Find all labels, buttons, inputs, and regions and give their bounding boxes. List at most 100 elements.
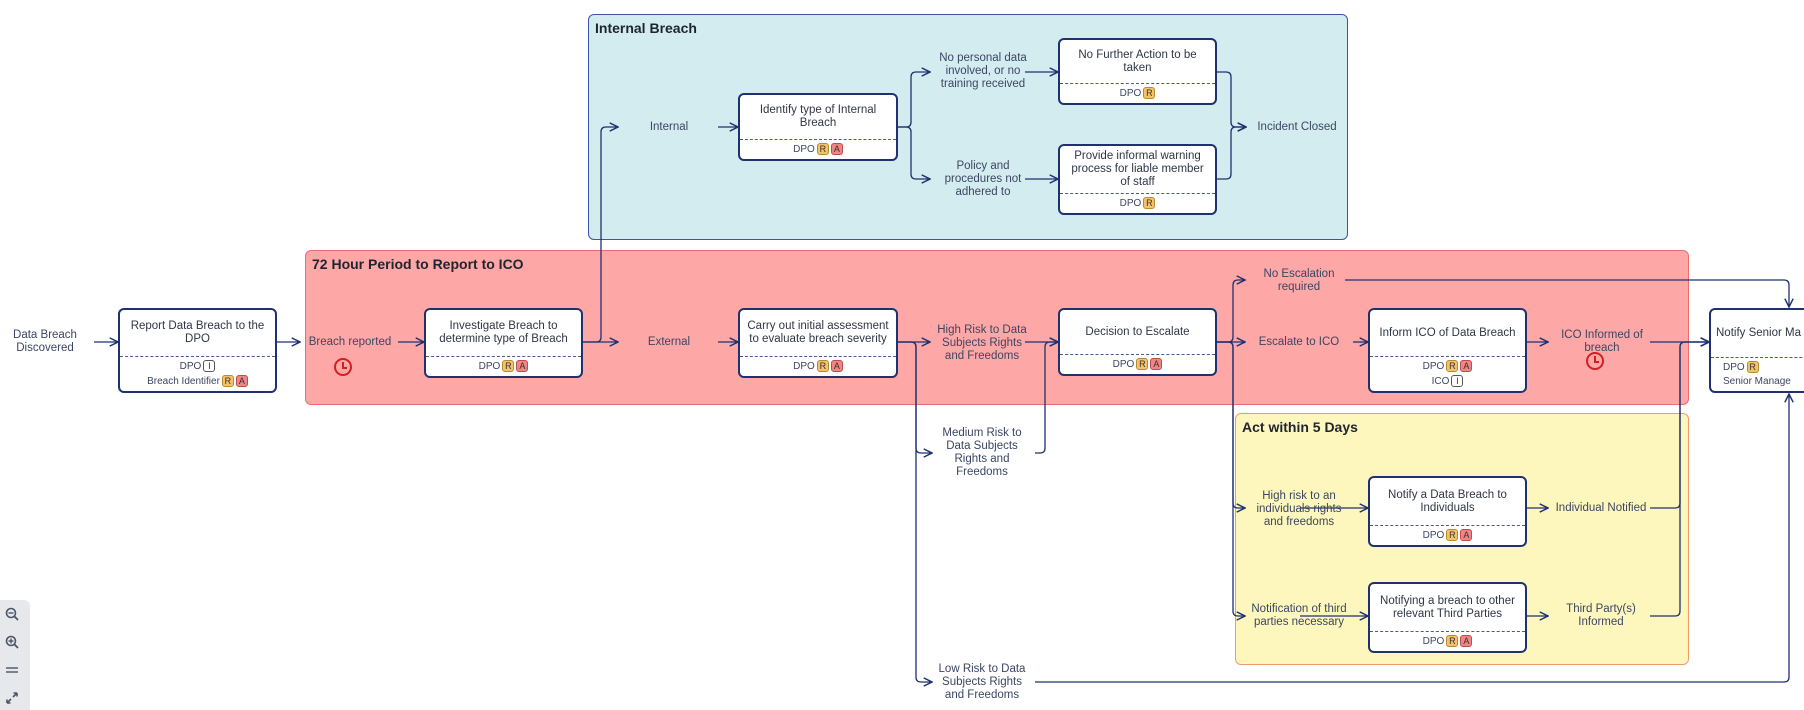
- menu-icon[interactable]: [2, 660, 22, 680]
- label-individual-notified: Individual Notified: [1555, 502, 1647, 514]
- accountable-badge: A: [830, 360, 843, 372]
- role-name: DPO: [1119, 87, 1142, 99]
- step-title: Report Data Breach to the DPO: [130, 320, 265, 345]
- label-high-risk-individuals: High risk to an individuals rights and f…: [1256, 489, 1342, 528]
- label-internal: Internal: [649, 121, 689, 133]
- label-breach-reported: Breach reported: [308, 336, 392, 348]
- label-no-escalation: No Escalation required: [1263, 268, 1335, 293]
- informed-badge: I: [203, 360, 216, 372]
- accountable-badge: A: [235, 375, 248, 387]
- accountable-badge: A: [830, 143, 843, 155]
- label-low-risk: Low Risk to Data Subjects Rights and Fre…: [938, 662, 1026, 701]
- label-ico-informed: ICO Informed of breach: [1561, 329, 1643, 354]
- responsible-badge: R: [1143, 197, 1156, 209]
- label-medium-risk: Medium Risk to Data Subjects Rights and …: [942, 427, 1022, 478]
- responsible-badge: R: [1446, 360, 1459, 372]
- role-name: DPO: [1422, 360, 1445, 372]
- role-name: DPO: [179, 360, 202, 372]
- role-name: DPO: [1119, 197, 1142, 209]
- step-investigate-breach[interactable]: Investigate Breach to determine type of …: [424, 308, 583, 378]
- region-title: Internal Breach: [595, 20, 697, 36]
- role-name: DPO: [1112, 358, 1135, 370]
- step-title: No Further Action to be taken: [1078, 48, 1197, 74]
- timer-icon: [1586, 352, 1604, 370]
- step-title: Notify a Data Breach to Individuals: [1388, 488, 1507, 514]
- role-name: DPO: [478, 360, 501, 372]
- accountable-badge: A: [1460, 635, 1473, 647]
- accountable-badge: A: [1150, 358, 1163, 370]
- zoom-out-icon[interactable]: [2, 604, 22, 624]
- step-informal-warning[interactable]: Provide informal warning process for lia…: [1058, 144, 1217, 215]
- accountable-badge: A: [516, 360, 529, 372]
- accountable-badge: A: [1460, 360, 1473, 372]
- role-name: DPO: [1422, 529, 1445, 541]
- responsible-badge: R: [221, 375, 234, 387]
- role-name: Senior Manage: [1723, 376, 1791, 387]
- timer-icon: [334, 358, 352, 376]
- role-name: Breach Identifier: [147, 375, 220, 387]
- responsible-badge: R: [816, 143, 829, 155]
- step-title: Provide informal warning process for lia…: [1071, 150, 1204, 188]
- responsible-badge: R: [1136, 358, 1149, 370]
- responsible-badge: R: [1446, 529, 1459, 541]
- responsible-badge: R: [1143, 87, 1156, 99]
- informed-badge: I: [1451, 375, 1464, 387]
- label-data-breach-discovered: Data Breach Discovered: [13, 329, 77, 354]
- zoom-in-icon[interactable]: [2, 632, 22, 652]
- label-no-personal-data: No personal data involved, or no trainin…: [939, 51, 1027, 90]
- responsible-badge: R: [1746, 361, 1759, 373]
- step-title: Identify type of Internal Breach: [759, 104, 877, 129]
- role-line: Senior Manage: [1723, 376, 1791, 387]
- region-title: Act within 5 Days: [1242, 419, 1358, 435]
- label-escalate-to-ico: Escalate to ICO: [1258, 336, 1340, 348]
- role-name: DPO: [793, 360, 815, 372]
- responsible-badge: R: [1446, 635, 1459, 647]
- label-incident-closed: Incident Closed: [1257, 121, 1337, 133]
- label-high-risk: High Risk to Data Subjects Rights and Fr…: [937, 323, 1027, 362]
- responsible-badge: R: [816, 360, 829, 372]
- step-initial-assessment[interactable]: Carry out initial assessment to evaluate…: [738, 308, 898, 378]
- step-notify-third-parties[interactable]: Notifying a breach to other relevant Thi…: [1368, 582, 1527, 653]
- step-title: Inform ICO of Data Breach: [1379, 326, 1516, 339]
- step-title: Carry out initial assessment to evaluate…: [747, 320, 889, 345]
- step-title: Decision to Escalate: [1085, 325, 1190, 338]
- step-title: Notifying a breach to other relevant Thi…: [1380, 594, 1515, 620]
- role-name: ICO: [1431, 375, 1450, 387]
- label-policy-not-adhered: Policy and procedures not adhered to: [944, 159, 1022, 198]
- zoom-controls: [0, 600, 30, 710]
- region-title: 72 Hour Period to Report to ICO: [312, 256, 524, 272]
- label-external: External: [647, 336, 691, 348]
- fit-icon[interactable]: [2, 688, 22, 708]
- role-name: DPO: [1422, 635, 1445, 647]
- step-title: Investigate Breach to determine type of …: [439, 320, 568, 345]
